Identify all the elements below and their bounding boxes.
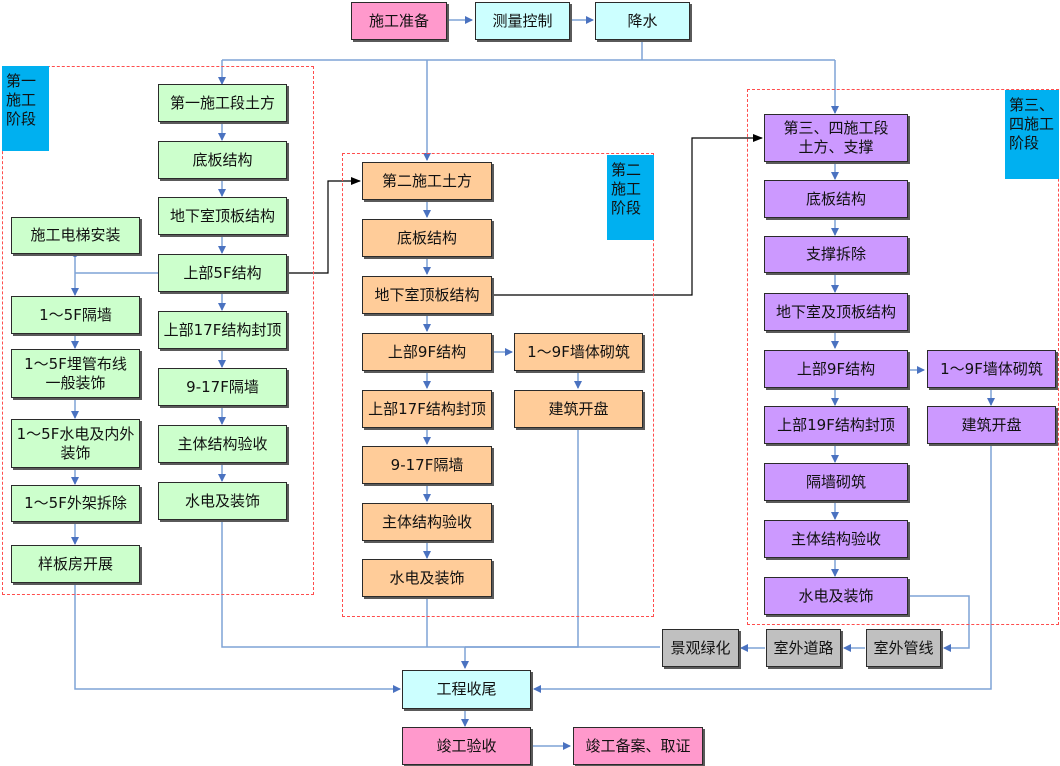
node-outdoor-roads[interactable]: 室外道路 bbox=[766, 629, 841, 667]
phase3-region bbox=[747, 89, 1059, 625]
p2-side-node[interactable]: 1～9F墙体砌筑 bbox=[514, 333, 643, 371]
p2-main-node[interactable]: 底板结构 bbox=[362, 219, 492, 257]
connector-black bbox=[287, 177, 361, 274]
phase1-region bbox=[2, 66, 314, 595]
connector bbox=[221, 520, 465, 648]
p3-side-node[interactable]: 1～9F墙体砌筑 bbox=[927, 350, 1056, 388]
p3-main-node[interactable]: 主体结构验收 bbox=[764, 520, 908, 558]
connector bbox=[908, 595, 970, 652]
p3-main-node[interactable]: 隔墙砌筑 bbox=[764, 463, 908, 501]
p2-main-node[interactable]: 水电及装饰 bbox=[362, 559, 492, 597]
node-outdoor-pipes[interactable]: 室外管线 bbox=[866, 629, 941, 667]
p1-side-node[interactable]: 1～5F隔墙 bbox=[11, 296, 140, 334]
p1-main-node[interactable]: 9-17F隔墙 bbox=[158, 368, 287, 406]
p1-main-node[interactable]: 上部5F结构 bbox=[158, 254, 287, 292]
node-dewatering[interactable]: 降水 bbox=[595, 2, 690, 40]
phase2-region bbox=[342, 153, 654, 617]
p1-side-node[interactable]: 1～5F水电及内外 装饰 bbox=[11, 419, 140, 468]
node-construction-prep[interactable]: 施工准备 bbox=[351, 2, 447, 40]
p2-main-node[interactable]: 上部17F结构封顶 bbox=[362, 390, 492, 428]
p3-main-node[interactable]: 上部9F结构 bbox=[764, 350, 908, 388]
p2-main-node[interactable]: 主体结构验收 bbox=[362, 503, 492, 541]
node-survey-control[interactable]: 测量控制 bbox=[475, 2, 570, 40]
p1-main-node[interactable]: 第一施工段土方 bbox=[158, 84, 287, 122]
p2-side-node[interactable]: 建筑开盘 bbox=[514, 390, 643, 428]
p1-side-node[interactable]: 施工电梯安装 bbox=[11, 217, 140, 254]
connector-black bbox=[492, 134, 763, 296]
p3-side-node[interactable]: 建筑开盘 bbox=[927, 406, 1056, 444]
p3-main-node[interactable]: 上部19F结构封顶 bbox=[764, 406, 908, 444]
p1-main-node[interactable]: 上部17F结构封顶 bbox=[158, 311, 287, 349]
node-completion-filing[interactable]: 竣工备案、取证 bbox=[573, 727, 703, 765]
p3-main-node[interactable]: 地下室及顶板结构 bbox=[764, 293, 908, 331]
p3-main-node[interactable]: 支撑拆除 bbox=[764, 236, 908, 273]
p1-main-node[interactable]: 地下室顶板结构 bbox=[158, 197, 287, 235]
node-project-finishing[interactable]: 工程收尾 bbox=[402, 670, 531, 709]
connector bbox=[74, 583, 401, 693]
p3-main-node[interactable]: 第三、四施工段 土方、支撑 bbox=[764, 114, 908, 162]
node-landscaping[interactable]: 景观绿化 bbox=[662, 629, 739, 667]
p3-main-node[interactable]: 水电及装饰 bbox=[764, 577, 908, 615]
p1-main-node[interactable]: 底板结构 bbox=[158, 141, 287, 179]
p2-main-node[interactable]: 地下室顶板结构 bbox=[362, 276, 492, 314]
node-completion-acceptance[interactable]: 竣工验收 bbox=[402, 727, 531, 765]
p3-main-node[interactable]: 底板结构 bbox=[764, 180, 908, 218]
p1-main-node[interactable]: 水电及装饰 bbox=[158, 482, 287, 520]
phase1-stage-label: 第一 施工 阶段 bbox=[2, 66, 49, 151]
p1-side-node[interactable]: 1～5F外架拆除 bbox=[11, 485, 140, 522]
p2-main-node[interactable]: 上部9F结构 bbox=[362, 333, 492, 371]
connector bbox=[533, 444, 992, 693]
p2-main-node[interactable]: 第二施工土方 bbox=[362, 162, 492, 200]
p1-side-node[interactable]: 1～5F埋管布线 一般装饰 bbox=[11, 349, 140, 398]
phase3-stage-label: 第三、 四施工 阶段 bbox=[1005, 90, 1059, 179]
p1-main-node[interactable]: 主体结构验收 bbox=[158, 425, 287, 463]
phase2-stage-label: 第二 施工 阶段 bbox=[607, 155, 654, 240]
p2-main-node[interactable]: 9-17F隔墙 bbox=[362, 446, 492, 484]
p1-side-node[interactable]: 样板房开展 bbox=[11, 545, 140, 583]
